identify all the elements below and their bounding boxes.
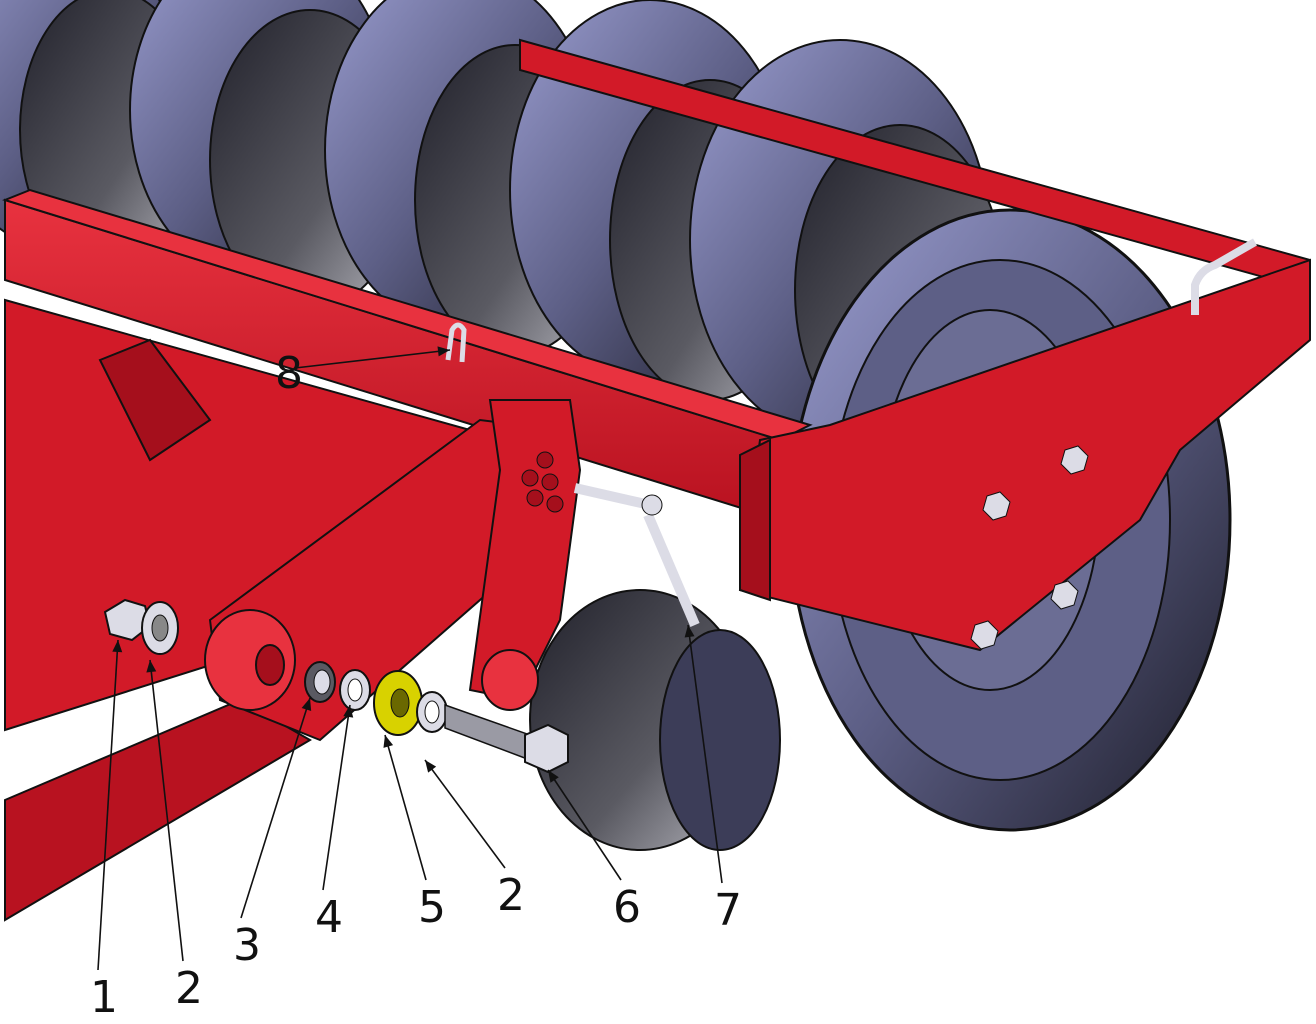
arrowhead-washer — [146, 660, 157, 673]
arrowhead-bolt — [548, 770, 559, 783]
arrowhead-washer — [343, 705, 354, 718]
callout-label-bolt: 6 — [613, 882, 641, 933]
leader-line-bolt — [547, 769, 622, 881]
bolt-head — [1060, 445, 1089, 475]
frame-left-bracket — [98, 338, 212, 462]
bolt-head-6 — [524, 723, 569, 774]
adjuster-hole — [541, 473, 559, 491]
callout-label-washer: 2 — [497, 870, 525, 921]
callout-label-hex-nut: 1 — [90, 972, 118, 1023]
bolt-head — [970, 620, 999, 650]
callout-label-linch-pin: 8 — [275, 348, 303, 399]
leader-line-linch-pin — [294, 349, 451, 369]
bolt-head — [982, 491, 1011, 521]
adjuster-lower-boss — [481, 649, 539, 711]
frame-side-plate-edge — [739, 438, 771, 602]
callout-label-lever-pin: 7 — [714, 885, 742, 936]
linkage-boss-hole — [255, 644, 285, 686]
frame-left-arm-lower — [4, 698, 312, 922]
lever-pin-shaft — [573, 483, 652, 510]
bolt-head — [1050, 580, 1079, 610]
arrowhead-linch-pin — [437, 346, 450, 357]
arrowhead-bushing — [301, 698, 312, 711]
adjuster-hole — [536, 451, 554, 469]
adjuster-hole — [526, 489, 544, 507]
callout-leaders — [97, 346, 723, 971]
callout-label-bushing: 3 — [233, 920, 261, 971]
bolt-shank — [444, 703, 531, 762]
bushing-hole — [313, 669, 331, 695]
callout-label-washer: 4 — [315, 892, 343, 943]
leader-line-bushing — [240, 697, 311, 919]
adjuster-hole — [546, 495, 564, 513]
spacer-yellow-hole — [390, 688, 410, 718]
u-bolt — [1191, 238, 1257, 315]
washer-right-hole — [424, 700, 440, 724]
leader-line-spacer — [384, 734, 427, 881]
lever-pin-handle — [643, 513, 700, 627]
hardware — [103, 322, 700, 774]
adjuster-hole — [521, 469, 539, 487]
lever-pin-eye — [641, 494, 663, 516]
arrowhead-hex-nut — [112, 640, 123, 653]
frame-main-beam-top — [2, 188, 813, 442]
linch-pin — [445, 322, 467, 363]
arrowhead-washer — [425, 760, 437, 773]
arrowhead-spacer — [383, 735, 394, 748]
washer-4-hole — [347, 678, 363, 702]
leader-line-washer — [322, 704, 351, 891]
red-frame — [2, 38, 1311, 922]
frame-side-plate — [738, 258, 1311, 652]
callout-label-washer: 2 — [175, 963, 203, 1014]
arrowhead-lever-pin — [684, 625, 695, 638]
washer-left-hole — [151, 614, 169, 642]
callout-label-spacer: 5 — [418, 882, 446, 933]
leader-line-hex-nut — [97, 639, 119, 971]
leader-line-washer — [149, 659, 184, 962]
lower-disc-rim — [659, 629, 781, 851]
leader-line-washer — [424, 759, 506, 869]
leader-line-lever-pin — [687, 624, 723, 884]
